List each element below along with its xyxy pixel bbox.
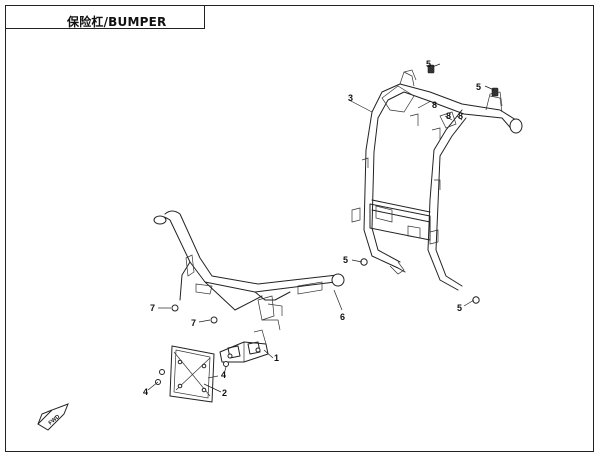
callout-labels: 3 5 5 8 8 8 5 5 6 7 7 1 2 4 4 xyxy=(143,59,481,398)
callout-5-top: 5 xyxy=(426,59,431,69)
diagram-title: 保险杠/BUMPER xyxy=(67,15,167,29)
callout-7-left: 7 xyxy=(150,303,155,313)
callout-5-left: 5 xyxy=(343,255,348,265)
callout-3: 3 xyxy=(348,93,353,103)
callout-1: 1 xyxy=(274,353,279,363)
leader-lines xyxy=(147,63,495,393)
title-box: 保险杠/BUMPER xyxy=(5,5,205,29)
callout-7-lower: 7 xyxy=(191,318,196,328)
callout-8-left: 8 xyxy=(432,100,437,110)
mount-bracket xyxy=(219,329,269,363)
callout-2: 2 xyxy=(222,388,227,398)
fwd-arrow-icon: FWD xyxy=(37,403,69,431)
callout-4-left: 4 xyxy=(143,387,148,397)
license-plate xyxy=(169,345,215,403)
callout-8-mid: 8 xyxy=(446,111,451,121)
diagram-frame xyxy=(5,5,594,452)
front-bumper-tube xyxy=(153,210,345,331)
fasteners xyxy=(155,64,499,385)
callout-5-bottom: 5 xyxy=(457,303,462,313)
rear-bumper-frame xyxy=(351,69,523,291)
callout-5-right: 5 xyxy=(476,82,481,92)
callout-8-right: 8 xyxy=(458,111,463,121)
callout-4-right: 4 xyxy=(221,370,226,380)
callout-6: 6 xyxy=(340,312,345,322)
